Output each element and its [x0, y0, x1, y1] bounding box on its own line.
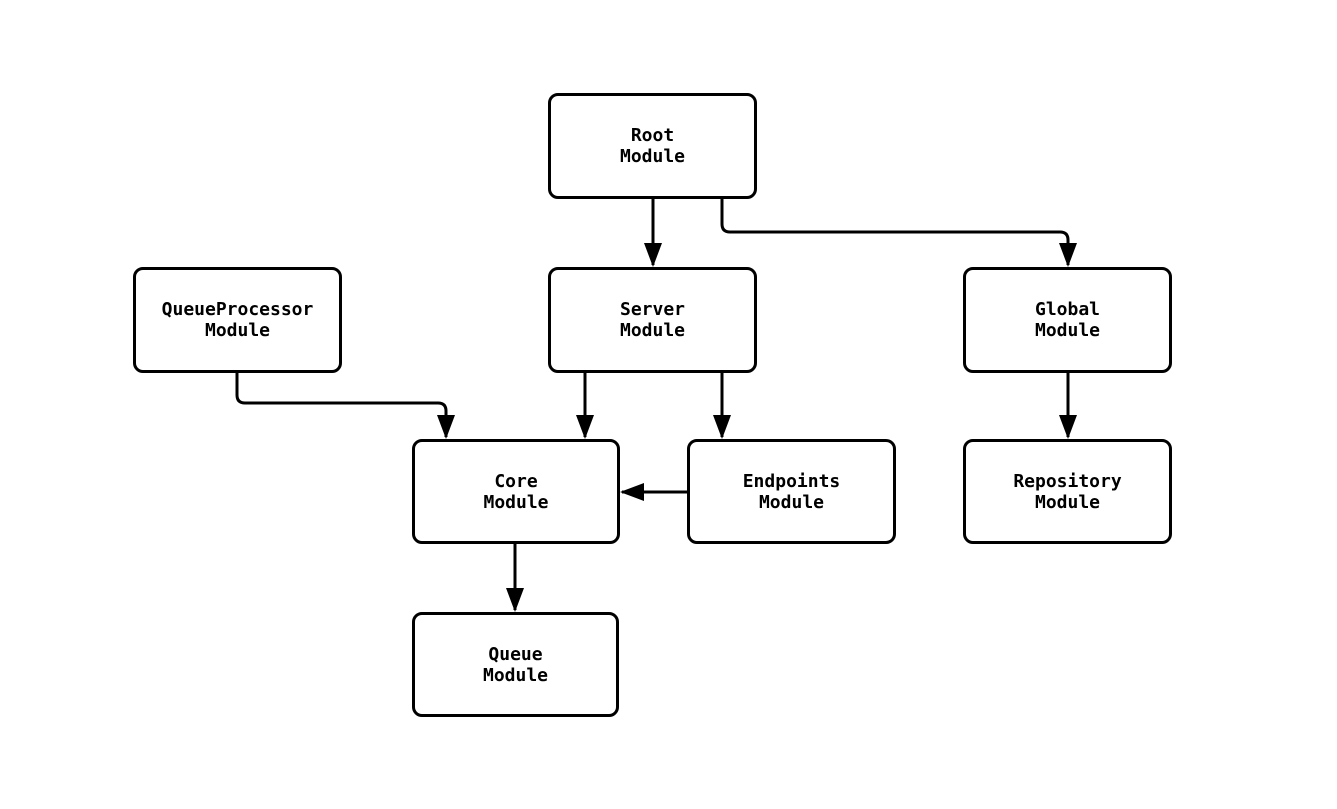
node-global-module: Global Module	[963, 267, 1172, 373]
node-queueprocessor-module: QueueProcessor Module	[133, 267, 342, 373]
node-root-module: Root Module	[548, 93, 757, 199]
edge-root-to-global	[720, 199, 1077, 267]
edge-queueprocessor-to-core	[235, 372, 455, 439]
node-server-module: Server Module	[548, 267, 757, 373]
node-repository-module: Repository Module	[963, 439, 1172, 544]
node-queue-module: Queue Module	[412, 612, 619, 717]
node-endpoints-module: Endpoints Module	[687, 439, 896, 544]
node-core-module: Core Module	[412, 439, 620, 544]
